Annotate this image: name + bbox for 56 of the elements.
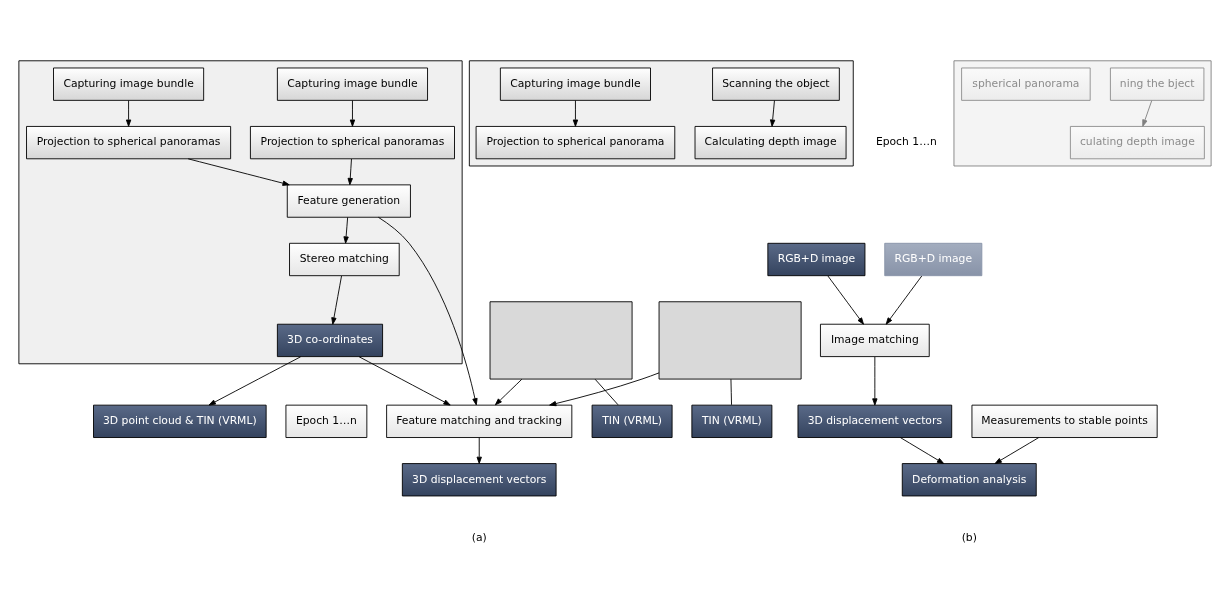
node-box: Projection to spherical panoramas xyxy=(26,125,232,160)
node-box xyxy=(658,301,802,380)
label: (b) xyxy=(961,531,977,545)
node-box: 3D displacement vectors xyxy=(797,404,953,438)
cluster xyxy=(468,60,854,167)
node-box: RGB+D image xyxy=(884,242,983,277)
node-box: TIN (VRML) xyxy=(691,404,773,438)
arrow xyxy=(885,275,923,325)
arrow xyxy=(572,100,579,127)
arrow xyxy=(476,437,482,464)
node-box: RGB+D image xyxy=(767,242,866,277)
arrow xyxy=(349,100,356,127)
node-box xyxy=(489,301,633,380)
arrow xyxy=(187,158,290,186)
arrow xyxy=(377,216,478,406)
arrow xyxy=(1142,100,1153,127)
node-box: Measurements to stable points xyxy=(971,404,1158,438)
node-box: culating depth image xyxy=(1069,125,1205,160)
arrow xyxy=(899,437,945,464)
node-box: 3D co-ordinates xyxy=(276,323,384,358)
node-box: spherical panorama xyxy=(961,67,1091,101)
node-box: Image matching xyxy=(820,323,930,358)
arrow xyxy=(331,275,342,325)
node-box: Epoch 1…n xyxy=(285,404,368,438)
node-box: 3D displacement vectors xyxy=(401,463,557,497)
node-box: Feature generation xyxy=(286,184,411,218)
arrow xyxy=(994,437,1040,464)
node-box: Deformation analysis xyxy=(901,463,1037,497)
arrow xyxy=(549,372,660,407)
label: Epoch 1…n xyxy=(875,135,937,149)
node-box: Projection to spherical panorama xyxy=(475,125,676,160)
node-box: Capturing image bundle xyxy=(499,67,651,101)
node-box: Feature matching and tracking xyxy=(386,404,573,438)
arrow xyxy=(347,158,353,186)
node-box: Projection to spherical panoramas xyxy=(249,125,455,160)
arrow xyxy=(827,275,864,325)
node-box: TIN (VRML) xyxy=(591,404,673,438)
node-box: Calculating depth image xyxy=(694,125,847,160)
arrow xyxy=(872,356,878,406)
node-box: Capturing image bundle xyxy=(53,67,205,101)
node-box: Scanning the object xyxy=(712,67,840,101)
arrow xyxy=(343,217,349,244)
node-box: Stereo matching xyxy=(289,242,400,277)
cluster xyxy=(953,60,1212,167)
node-box: Capturing image bundle xyxy=(276,67,428,101)
arrow xyxy=(769,100,776,127)
arrow xyxy=(358,356,451,406)
arrow xyxy=(208,356,302,406)
arrow xyxy=(125,100,132,127)
cluster xyxy=(18,60,463,365)
connector xyxy=(594,378,619,406)
connector xyxy=(730,378,732,406)
label: (a) xyxy=(471,531,487,545)
node-box: 3D point cloud & TIN (VRML) xyxy=(93,404,267,438)
node-box: ning the bject xyxy=(1109,67,1205,101)
arrow xyxy=(494,378,523,406)
